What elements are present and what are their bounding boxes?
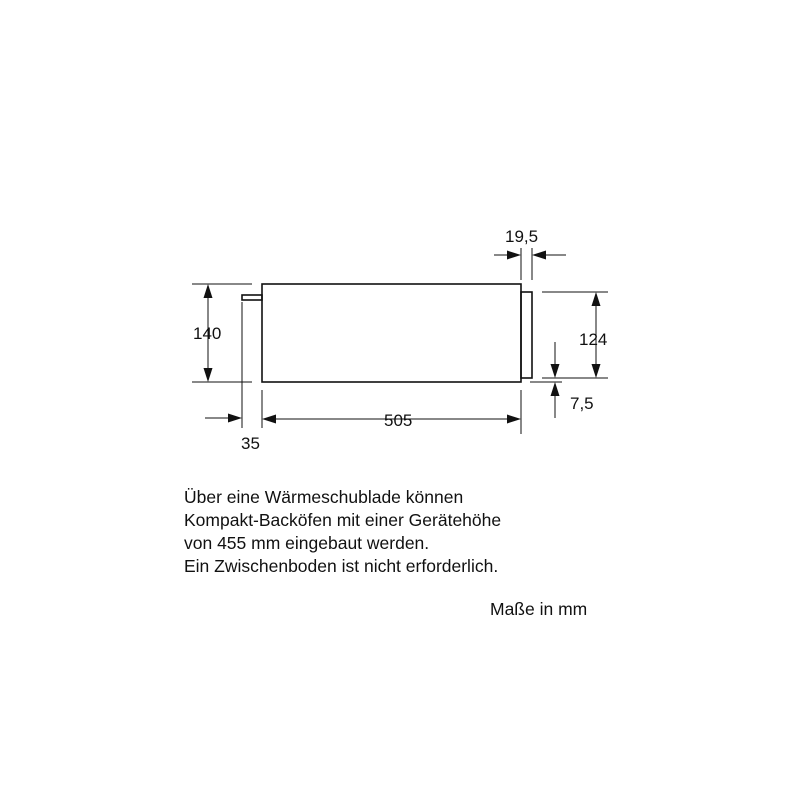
drawer-front-panel (520, 291, 533, 379)
dimension-width-top: 19,5 (494, 227, 566, 280)
dimension-offset-bottom: 7,5 (530, 342, 594, 418)
description-line-1: Über eine Wärmeschublade können (184, 487, 464, 507)
label-width-top: 19,5 (505, 227, 538, 246)
label-depth-front: 35 (241, 434, 260, 453)
dimension-depth-body: 505 (261, 390, 522, 434)
description-line-4: Ein Zwischenboden ist nicht erforderlich… (184, 556, 499, 576)
dimension-height-total: 140 (192, 283, 252, 383)
dimension-height-front: 124 (542, 291, 608, 379)
label-offset-bottom: 7,5 (570, 394, 594, 413)
description-line-2: Kompakt-Backöfen mit einer Gerätehöhe (184, 510, 502, 530)
rear-bracket (241, 294, 263, 301)
description-text: Über eine Wärmeschublade können Kompakt-… (184, 486, 704, 578)
description-line-3: von 455 mm eingebaut werden. (184, 533, 430, 553)
dimension-depth-front: 35 (205, 413, 260, 453)
label-height-front: 124 (579, 330, 607, 349)
label-depth-body: 505 (384, 411, 412, 430)
units-note: Maße in mm (490, 599, 588, 619)
drawer-body (261, 283, 522, 383)
label-height-total: 140 (193, 324, 221, 343)
